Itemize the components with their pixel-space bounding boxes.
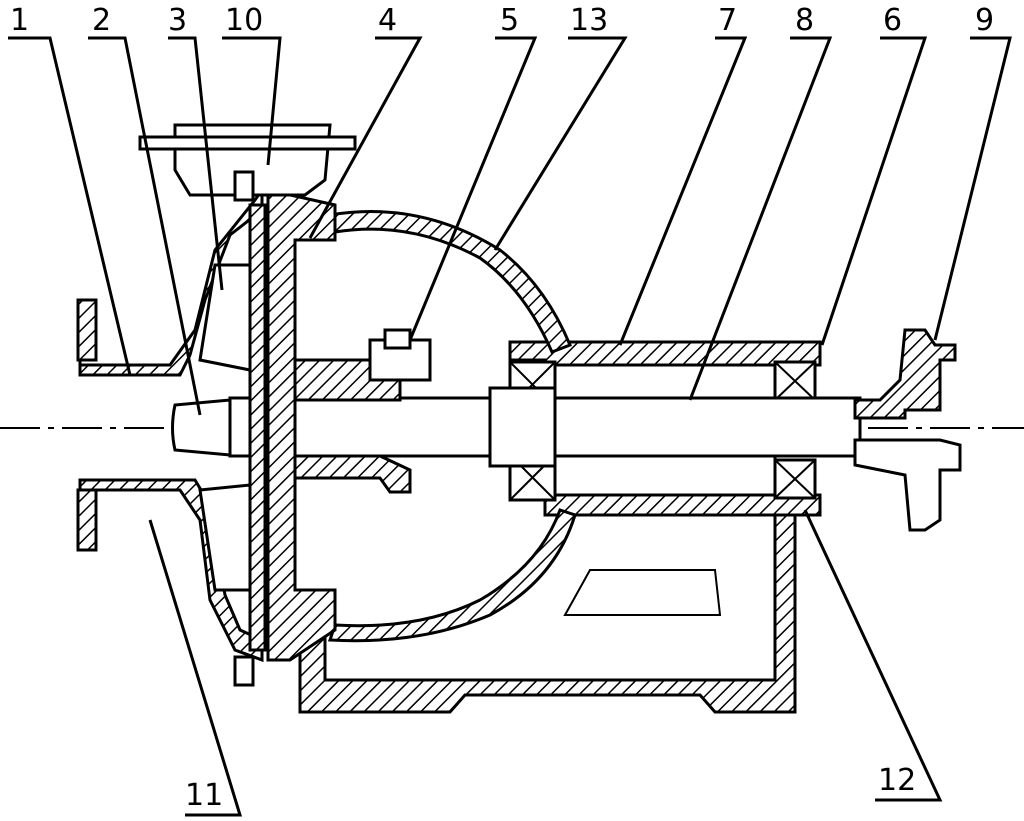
base-bracket: [298, 503, 797, 714]
callout-2: 2: [92, 3, 111, 38]
callout-11: 11: [185, 778, 223, 813]
callout-10: 10: [225, 3, 263, 38]
callout-6: 6: [883, 3, 902, 38]
stuffing-box-lower: [283, 454, 412, 494]
casing-bolt-top: [233, 170, 255, 202]
bracket-dome: [328, 210, 572, 354]
pump-cover: [266, 188, 337, 662]
priming-cover: [138, 135, 357, 151]
shaft-collar: [488, 386, 557, 468]
leader-lines: [8, 36, 1012, 817]
callout-5: 5: [500, 3, 519, 38]
bracket-window: [563, 569, 722, 616]
pump-casing-upper: [78, 185, 264, 377]
callout-13: 13: [570, 3, 608, 38]
bearing-rear: [773, 360, 817, 500]
inlet-flange-bottom: [76, 488, 98, 552]
callout-8: 8: [795, 3, 814, 38]
callout-4: 4: [378, 3, 397, 38]
callout-7: 7: [718, 3, 737, 38]
gland-nut: [383, 328, 412, 350]
callout-1: 1: [10, 3, 29, 38]
coupling: [853, 328, 957, 420]
callout-3: 3: [168, 3, 187, 38]
callout-9: 9: [975, 3, 994, 38]
coupling-lower: [853, 438, 962, 532]
impeller-nut: [171, 398, 232, 457]
casing-bolt-bottom: [233, 655, 255, 687]
callout-12: 12: [878, 763, 916, 798]
bracket-dome-lower: [327, 508, 577, 643]
impeller-shroud: [248, 203, 267, 652]
inlet-flange-top: [76, 298, 98, 362]
